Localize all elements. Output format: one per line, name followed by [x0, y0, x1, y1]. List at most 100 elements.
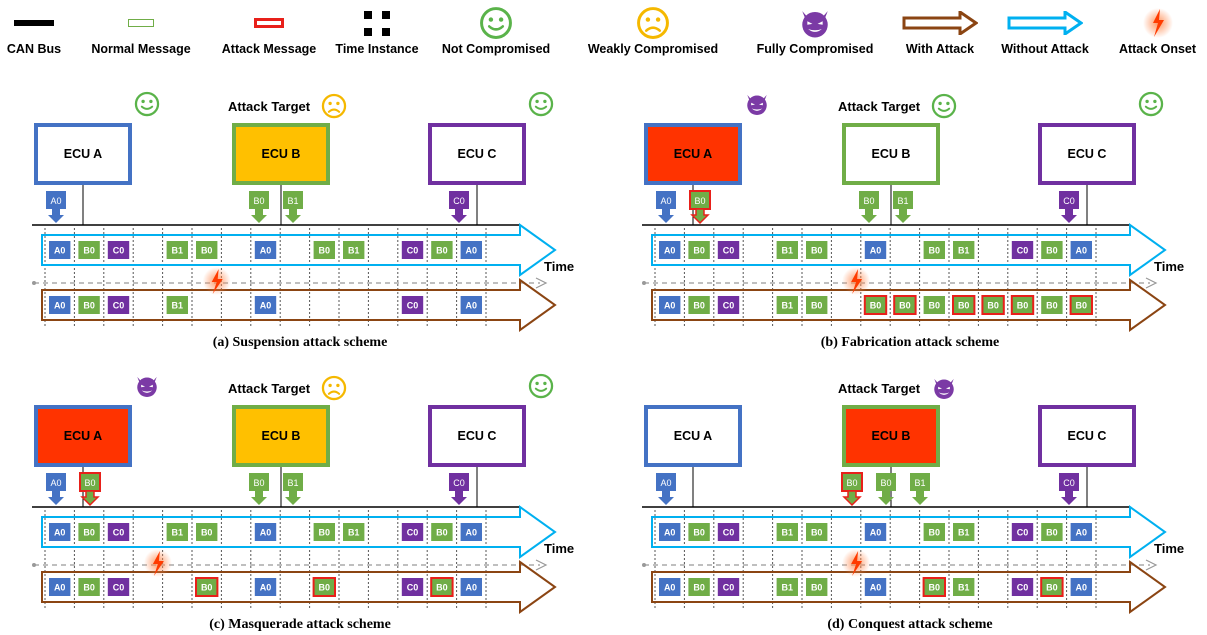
- without-attack-message: A0: [254, 241, 277, 259]
- tx-down-arrow: [912, 491, 928, 505]
- tx-message-box: [1059, 473, 1079, 491]
- without-attack-message: A0: [864, 241, 887, 259]
- message-box: [460, 578, 482, 596]
- ecu-box-c: ECU C: [1038, 405, 1136, 467]
- smiley-icon: [428, 6, 564, 40]
- with-attack-message: A0: [864, 578, 887, 596]
- tx-message: B0: [859, 191, 879, 223]
- message-box: [1011, 241, 1034, 259]
- message-label: B0: [436, 583, 448, 593]
- time-axis-label: Time: [544, 259, 575, 274]
- tx-message-box: [283, 191, 303, 209]
- tx-down-arrow: [48, 209, 64, 223]
- tx-message-label: B0: [880, 478, 891, 488]
- without-attack-message: A0: [659, 523, 681, 541]
- without-attack-message: B0: [431, 241, 453, 259]
- with-attack-message: B0: [688, 578, 710, 596]
- message-label: A0: [870, 246, 882, 256]
- message-label: B0: [1046, 583, 1058, 593]
- message-box: [460, 296, 482, 314]
- with-attack-message: B0: [806, 578, 828, 596]
- tx-message-label: A0: [50, 196, 61, 206]
- message-box: [1011, 523, 1034, 541]
- tx-message-label: B1: [287, 478, 298, 488]
- with-attack-message: A0: [659, 578, 681, 596]
- message-label: B0: [319, 246, 331, 256]
- message-box: [1070, 241, 1092, 259]
- message-box: [1041, 296, 1063, 314]
- message-label: B1: [782, 301, 794, 311]
- with-attack-message: B0: [1041, 296, 1063, 314]
- tx-message-box: [283, 473, 303, 491]
- message-box: [254, 523, 277, 541]
- without-attack-message: B1: [343, 523, 365, 541]
- time-axis-start: [642, 281, 646, 285]
- tx-down-arrow: [451, 209, 467, 223]
- tx-message: A0: [46, 191, 66, 223]
- panel-caption: (c) Masquerade attack scheme: [209, 617, 391, 632]
- blue-arrow-icon: [990, 6, 1100, 40]
- message-label: B1: [782, 583, 794, 593]
- with-attack-message: A0: [460, 578, 482, 596]
- message-label: B1: [782, 528, 794, 538]
- message-box: [806, 523, 828, 541]
- message-label: B0: [870, 301, 882, 311]
- with-attack-message: C0: [717, 578, 740, 596]
- without-attack-message: A0: [1070, 523, 1092, 541]
- message-label: C0: [723, 246, 735, 256]
- message-label: B0: [811, 246, 823, 256]
- without-attack-message: B0: [1041, 523, 1063, 541]
- smiley-icon: [1138, 91, 1164, 122]
- lightning-icon: [851, 269, 863, 294]
- with-attack-message: B0: [923, 296, 945, 314]
- legend-label: Attack Onset: [1118, 42, 1197, 56]
- message-label: C0: [723, 583, 735, 593]
- legend-label: Not Compromised: [441, 42, 551, 56]
- attack-message-sample: [254, 18, 284, 28]
- message-box: [688, 296, 710, 314]
- with-attack-message: B0: [806, 296, 828, 314]
- message-label: A0: [1076, 246, 1088, 256]
- message-box: [166, 523, 188, 541]
- without-attack-arrow: [41, 223, 557, 277]
- tx-down-arrow: [658, 491, 674, 505]
- message-box: [78, 241, 100, 259]
- tx-message: A0: [656, 191, 676, 223]
- legend-item-9: Attack Onset: [1108, 0, 1207, 64]
- tx-message-label: B0: [253, 196, 264, 206]
- message-box: [923, 241, 945, 259]
- message-box: [196, 241, 218, 259]
- without-attack-message: B0: [196, 241, 218, 259]
- message-box: [776, 523, 798, 541]
- message-box: [893, 295, 917, 315]
- without-attack-message: B0: [78, 241, 100, 259]
- without-attack-message: B0: [688, 241, 710, 259]
- message-label: A0: [1076, 583, 1088, 593]
- legend-label: Fully Compromised: [756, 42, 874, 56]
- ecu-box-a: ECU A: [644, 123, 742, 185]
- without-attack-message: A0: [460, 523, 482, 541]
- legend-label: Attack Message: [221, 42, 317, 56]
- legend-label: Normal Message: [91, 42, 191, 56]
- tx-down-arrow: [842, 490, 862, 507]
- tx-down-arrow: [658, 209, 674, 223]
- normal-message-icon: [84, 6, 198, 40]
- legend-label: Without Attack: [1001, 42, 1089, 56]
- message-box: [107, 578, 130, 596]
- tx-message: C0: [449, 191, 469, 223]
- without-attack-message: C0: [1011, 523, 1034, 541]
- message-label: B0: [1017, 301, 1029, 311]
- attack-target-label: Attack Target: [228, 381, 311, 396]
- ecu-box-a: ECU A: [34, 405, 132, 467]
- with-attack-attack-message: B0: [312, 577, 337, 597]
- tx-down-arrow: [48, 491, 64, 505]
- tx-message-box: [876, 473, 896, 491]
- with-attack-message: B1: [776, 296, 798, 314]
- message-box: [49, 241, 71, 259]
- without-attack-message: A0: [49, 523, 71, 541]
- without-attack-arrow: [651, 505, 1167, 559]
- ecu-box-a: ECU A: [34, 123, 132, 185]
- message-label: B0: [1046, 301, 1058, 311]
